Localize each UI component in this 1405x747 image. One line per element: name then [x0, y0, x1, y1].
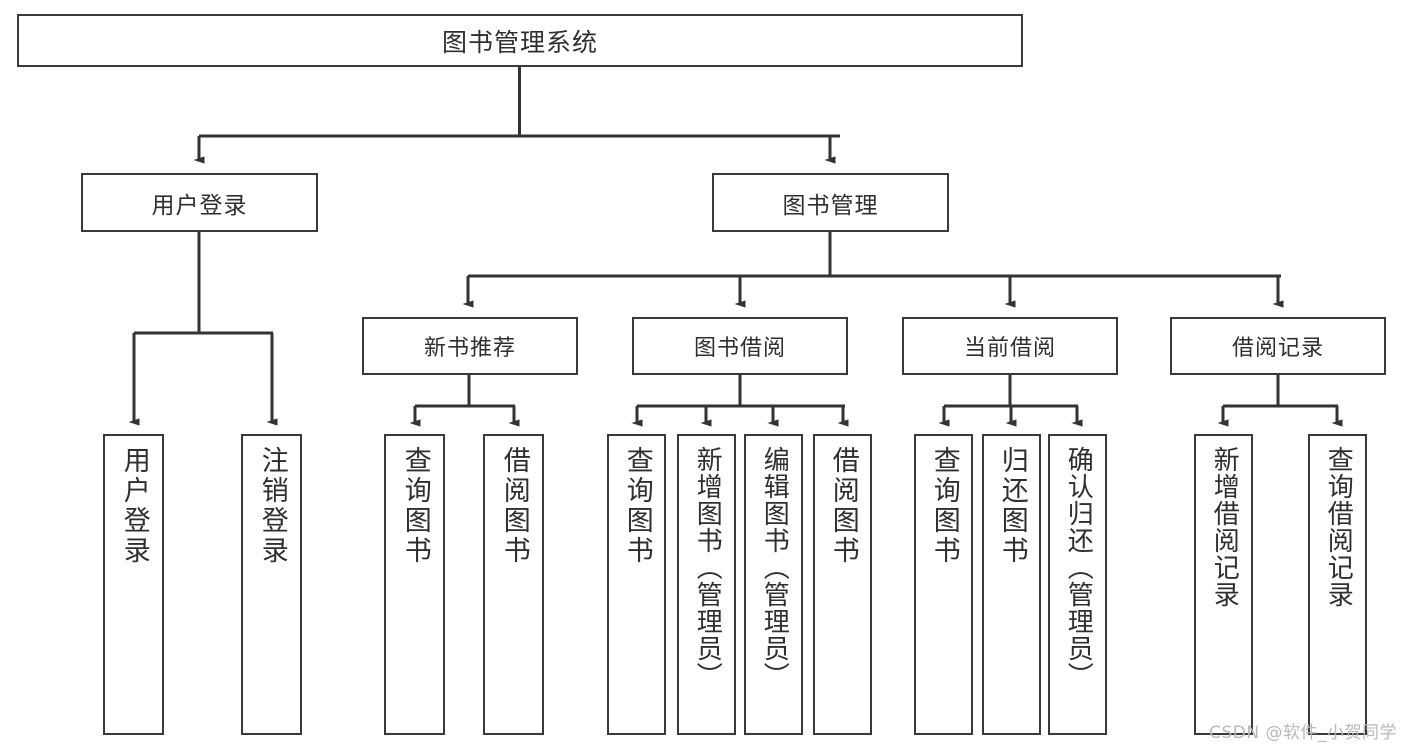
- leaf-label: 查询图书: [399, 446, 431, 566]
- leaf-label: 借阅图书: [827, 446, 859, 566]
- leaf-label: 查询图书: [621, 446, 653, 566]
- leaf-query-book-borrow[interactable]: 查询图书: [607, 434, 666, 735]
- leaf-label: 编辑图书（管理员）: [759, 446, 790, 689]
- leaf-return-book[interactable]: 归还图书: [982, 434, 1041, 735]
- leaf-edit-book-admin[interactable]: 编辑图书（管理员）: [744, 434, 803, 735]
- leaf-logout-login[interactable]: 注销登录: [241, 434, 302, 735]
- node-book-manage[interactable]: 图书管理: [712, 173, 949, 232]
- node-label: 新书推荐: [423, 336, 516, 361]
- leaf-label: 注销登录: [256, 446, 288, 566]
- leaf-label: 查询借阅记录: [1323, 446, 1354, 608]
- leaf-user-login[interactable]: 用户登录: [103, 434, 164, 735]
- node-label: 图书借阅: [693, 336, 786, 361]
- leaf-label: 新增借阅记录: [1209, 446, 1240, 608]
- leaf-confirm-return-admin[interactable]: 确认归还（管理员）: [1048, 434, 1107, 735]
- leaf-query-book-current[interactable]: 查询图书: [914, 434, 973, 735]
- node-label: 借阅记录: [1231, 336, 1324, 361]
- leaf-query-borrow-record[interactable]: 查询借阅记录: [1308, 434, 1367, 735]
- csdn-watermark: CSDN @软件_小贺同学: [1209, 723, 1397, 743]
- leaf-label: 归还图书: [996, 446, 1028, 566]
- leaf-label: 用户登录: [118, 446, 150, 566]
- node-label: 用户登录: [151, 192, 248, 219]
- leaf-label: 借阅图书: [498, 446, 530, 566]
- leaf-label: 新增图书（管理员）: [692, 446, 723, 689]
- node-label: 图书管理: [782, 192, 879, 219]
- leaf-add-book-admin[interactable]: 新增图书（管理员）: [677, 434, 736, 735]
- node-borrow-record[interactable]: 借阅记录: [1170, 317, 1386, 375]
- node-root-system[interactable]: 图书管理系统: [17, 14, 1023, 67]
- leaf-label: 查询图书: [928, 446, 960, 566]
- node-book-borrow[interactable]: 图书借阅: [632, 317, 848, 375]
- node-current-borrow[interactable]: 当前借阅: [902, 317, 1118, 375]
- node-user-login[interactable]: 用户登录: [81, 173, 318, 232]
- node-label: 图书管理系统: [441, 27, 598, 57]
- node-label: 当前借阅: [963, 336, 1056, 361]
- node-new-book-recommend[interactable]: 新书推荐: [362, 317, 578, 375]
- leaf-borrow-book-borrow[interactable]: 借阅图书: [813, 434, 872, 735]
- leaf-borrow-book-recommend[interactable]: 借阅图书: [483, 434, 544, 735]
- leaf-add-borrow-record[interactable]: 新增借阅记录: [1194, 434, 1253, 735]
- leaf-query-book-recommend[interactable]: 查询图书: [384, 434, 445, 735]
- leaf-label: 确认归还（管理员）: [1063, 446, 1094, 689]
